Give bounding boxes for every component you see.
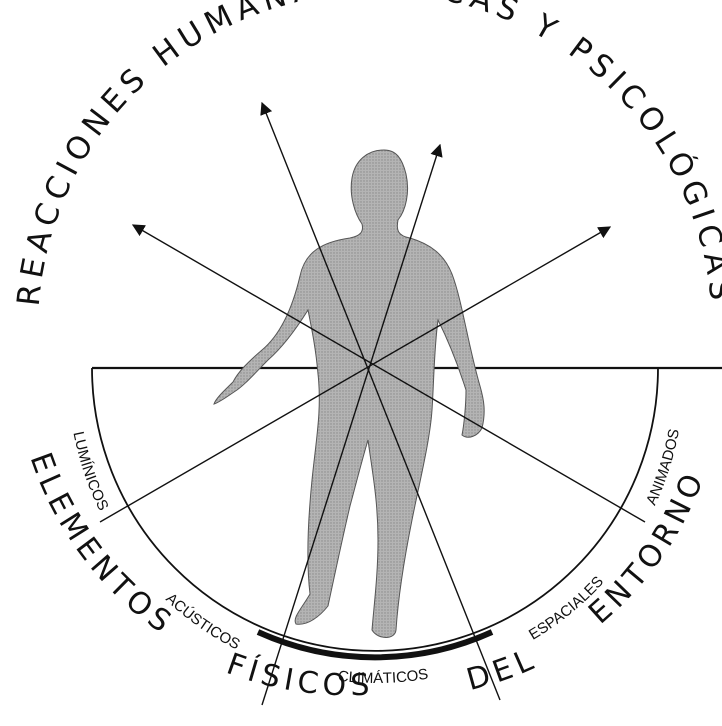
climatic-sector-highlight [258, 632, 492, 657]
del-label: DEL [463, 641, 543, 698]
human-figure [214, 150, 484, 638]
elementos-label: ELEMENTOS [23, 448, 181, 643]
entorno-label: ENTORNO [582, 465, 712, 631]
